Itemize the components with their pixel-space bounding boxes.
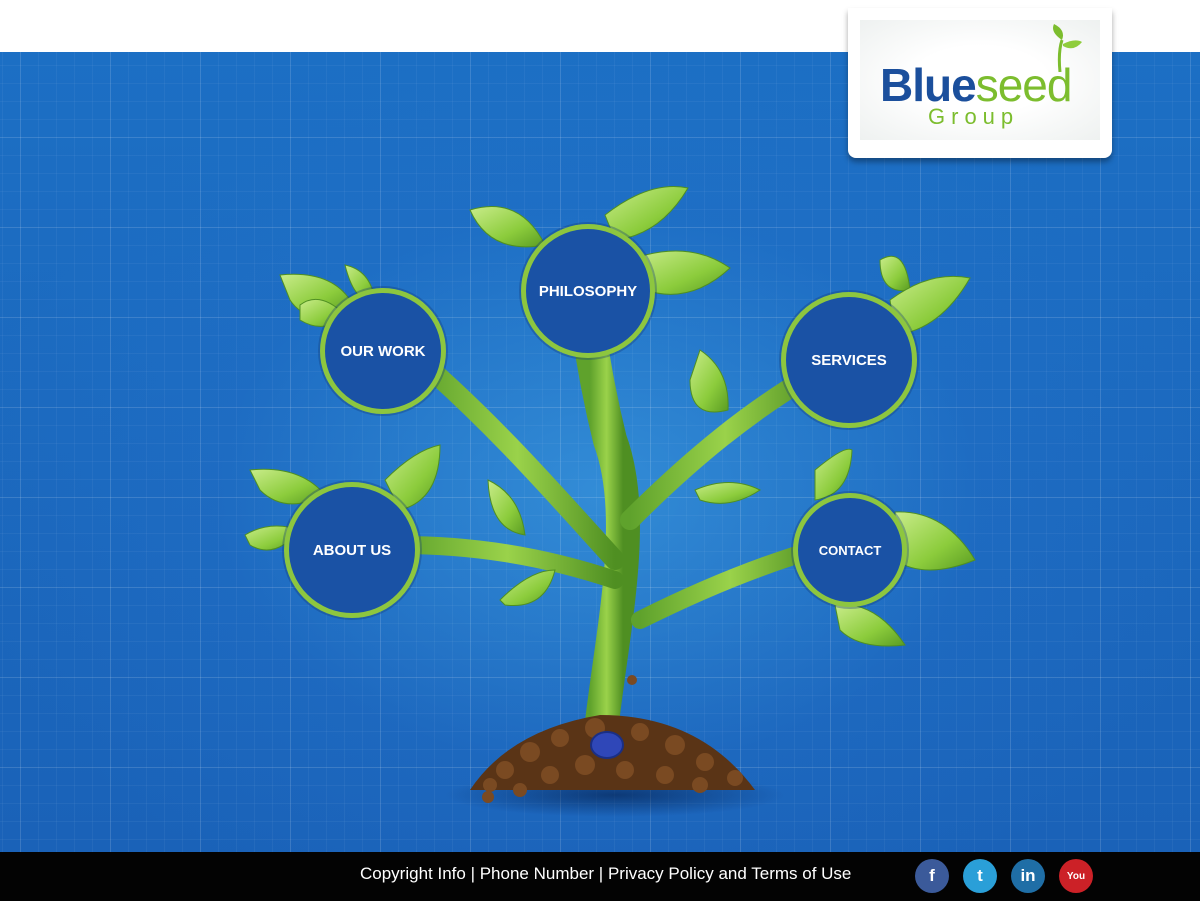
services-node[interactable]: SERVICES [781, 292, 917, 428]
logo-word-blue: Blue [880, 59, 977, 111]
logo-word-green: seed [975, 59, 1073, 111]
about-us-node[interactable]: ABOUT US [284, 482, 420, 618]
phone-link[interactable]: Phone Number [479, 864, 595, 883]
logo-card[interactable]: Blueseed Group [848, 8, 1112, 158]
logo[interactable]: Blueseed Group [860, 20, 1100, 140]
privacy-link[interactable]: Privacy Policy and Terms of Use [607, 864, 852, 883]
logo-wordmark: Blueseed [880, 58, 1073, 112]
logo-group-text: Group [928, 104, 1020, 129]
tree-branches [391, 323, 830, 757]
copyright-link[interactable]: Copyright Info [360, 864, 466, 883]
footer-links: Copyright Info | Phone Number | Privacy … [360, 864, 851, 884]
philosophy-node[interactable]: PHILOSOPHY [521, 224, 655, 358]
tree-illustration [244, 186, 976, 817]
soil-mound [470, 675, 755, 803]
sprout-icon [1053, 24, 1082, 72]
facebook-icon[interactable]: f [915, 859, 949, 893]
footer: Copyright Info | Phone Number | Privacy … [0, 852, 1200, 901]
youtube-icon[interactable]: You [1059, 859, 1093, 893]
twitter-icon[interactable]: t [963, 859, 997, 893]
seed-icon [590, 731, 624, 759]
footer-separator: | [465, 864, 480, 883]
our-work-node[interactable]: OUR WORK [320, 288, 446, 414]
contact-node[interactable]: CONTACT [793, 493, 907, 607]
linkedin-icon[interactable]: in [1011, 859, 1045, 893]
footer-separator: | [594, 864, 608, 883]
